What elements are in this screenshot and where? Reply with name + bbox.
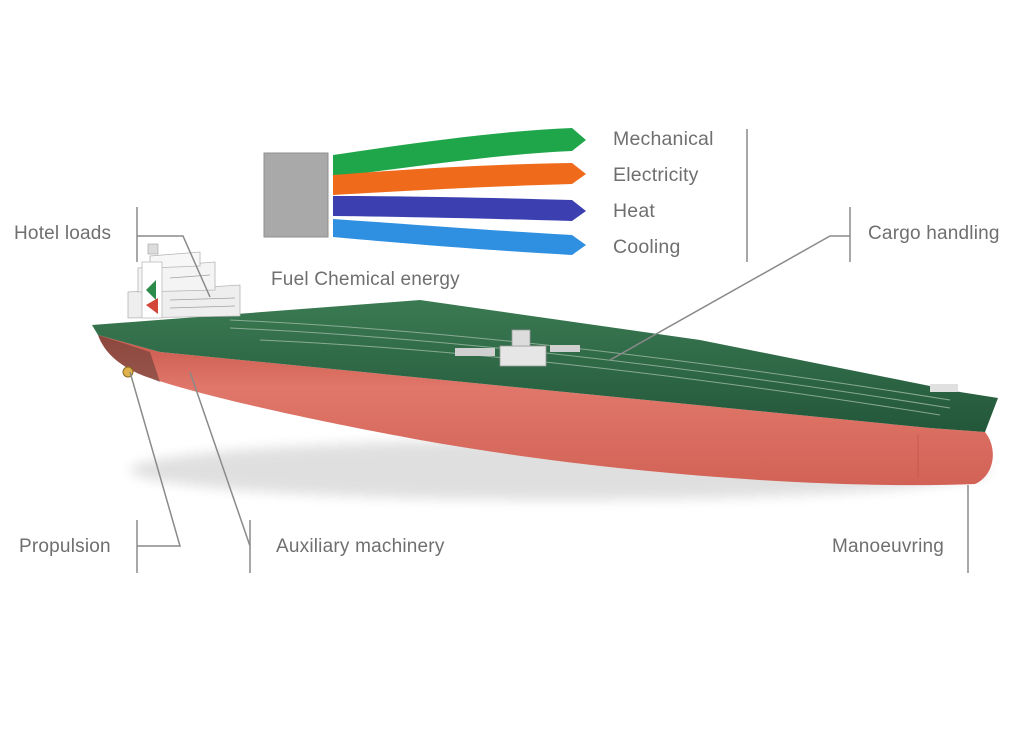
electricity-arrow [333, 163, 586, 195]
fuel-chemical-energy-label: Fuel Chemical energy [271, 269, 460, 290]
hotel-loads-label: Hotel loads [14, 223, 112, 244]
heat-arrow [333, 196, 586, 221]
ship-superstructure [127, 243, 241, 319]
heat-label: Heat [613, 200, 655, 222]
fuel-energy-block [263, 152, 329, 238]
mechanical-label: Mechanical [613, 128, 714, 150]
manoeuvring-label: Manoeuvring [832, 536, 945, 557]
mechanical-arrow [333, 128, 586, 177]
cooling-arrow [333, 219, 586, 255]
ship-stern [98, 335, 160, 382]
leader-lines [129, 207, 969, 573]
propulsion-label: Propulsion [19, 536, 111, 557]
electricity-label: Electricity [613, 164, 699, 186]
cooling-label: Cooling [613, 236, 681, 258]
auxiliary-machinery-label: Auxiliary machinery [276, 536, 445, 557]
ship-hull [98, 335, 993, 486]
cargo-manifold [455, 329, 958, 392]
cargo-handling-label: Cargo handling [868, 223, 1000, 244]
